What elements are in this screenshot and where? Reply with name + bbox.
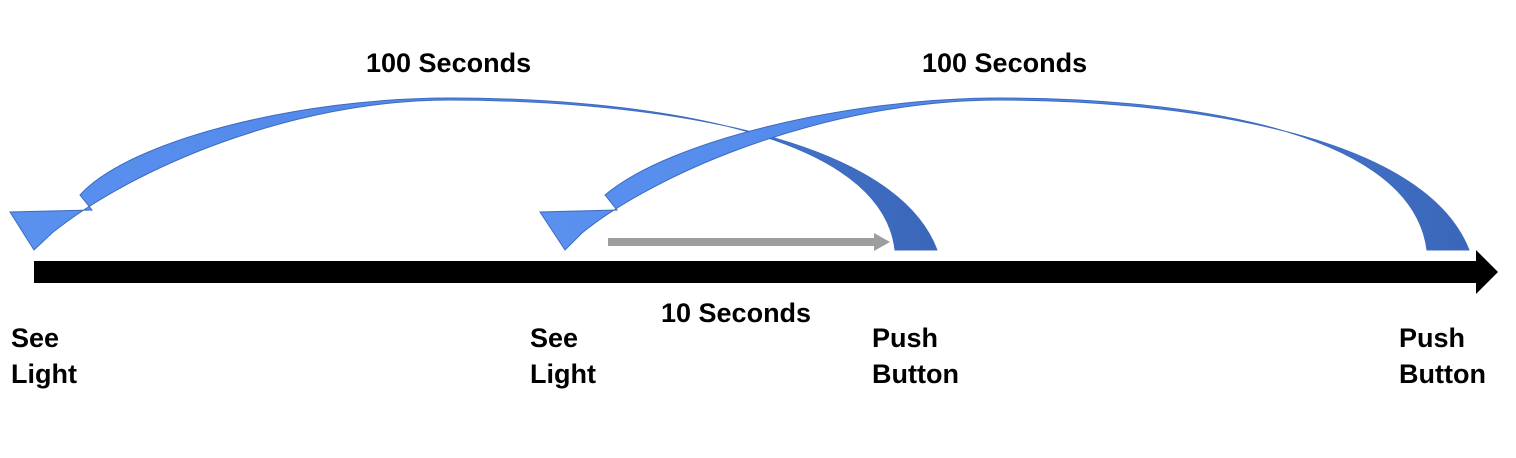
event-line1: See bbox=[11, 323, 60, 353]
event-see-light-1: See Light bbox=[11, 320, 77, 392]
event-push-button-2: Push Button bbox=[1399, 320, 1486, 392]
timeline-axis bbox=[34, 250, 1498, 294]
arc-body-1 bbox=[9, 97, 938, 251]
event-push-button-1: Push Button bbox=[872, 320, 959, 392]
event-line1: See bbox=[530, 323, 579, 353]
event-line2: Button bbox=[872, 359, 959, 389]
event-line1: Push bbox=[1399, 323, 1466, 353]
arc-label-2: 100 Seconds bbox=[922, 48, 1088, 78]
event-line2: Light bbox=[530, 359, 596, 389]
interval-arrow bbox=[608, 233, 890, 251]
event-see-light-2: See Light bbox=[530, 320, 596, 392]
backward-arc-arrow-2 bbox=[539, 97, 1470, 251]
event-line2: Light bbox=[11, 359, 77, 389]
event-line2: Button bbox=[1399, 359, 1486, 389]
arc-body-2 bbox=[539, 97, 1470, 251]
event-line1: Push bbox=[872, 323, 939, 353]
interval-label: 10 Seconds bbox=[661, 298, 812, 328]
arc-label-1: 100 Seconds bbox=[366, 48, 532, 78]
backward-arc-arrow-1 bbox=[9, 97, 938, 251]
